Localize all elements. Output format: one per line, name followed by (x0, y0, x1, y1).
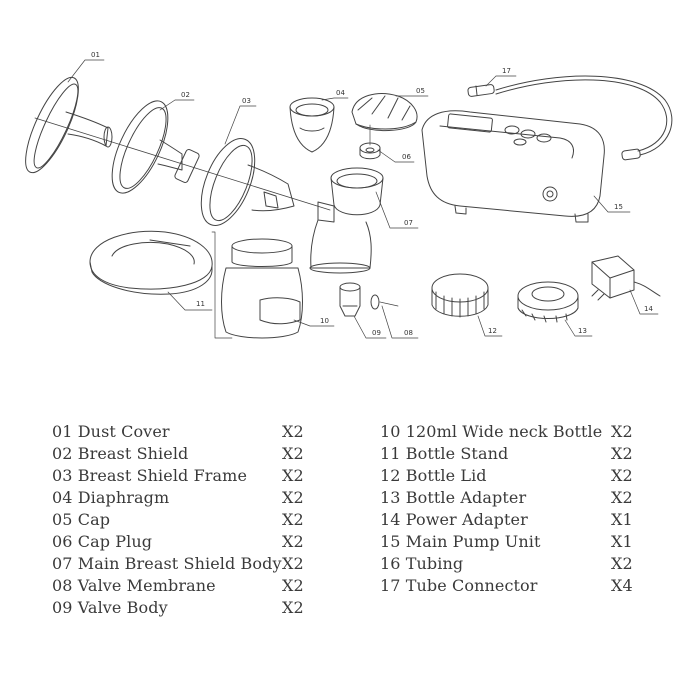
parts-list-row: 14 Power Adapter X1 (380, 509, 640, 531)
parts-list-row: 04 Diaphragm X2 (52, 487, 312, 509)
part-11-bottle-stand (89, 230, 213, 295)
callout-02: 02 (181, 91, 190, 99)
part-name: 04 Diaphragm (52, 488, 170, 507)
part-08-valve-membrane (370, 294, 399, 310)
parts-list-row: 17 Tube Connector X4 (380, 575, 640, 597)
callout-04: 04 (336, 89, 345, 97)
part-quantity: X1 (611, 510, 633, 529)
part-name: 07 Main Breast Shield Body (52, 554, 282, 573)
part-07-main-breast-shield-body (309, 167, 384, 274)
part-quantity: X1 (611, 532, 633, 551)
part-name: 13 Bottle Adapter (380, 488, 527, 507)
parts-list-row: 11 Bottle Stand X2 (380, 443, 640, 465)
callout-15: 15 (614, 203, 623, 211)
part-14-power-adapter (591, 255, 661, 301)
part-name: 15 Main Pump Unit (380, 532, 541, 551)
parts-list-row: 12 Bottle Lid X2 (380, 465, 640, 487)
parts-list-left: 01 Dust Cover X2 02 Breast Shield X2 03 … (52, 421, 312, 619)
part-quantity: X2 (611, 488, 633, 507)
part-quantity: X2 (282, 598, 304, 617)
callout-10: 10 (320, 317, 329, 325)
parts-list-row: 03 Breast Shield Frame X2 (52, 465, 312, 487)
part-12-bottle-lid (431, 273, 489, 318)
part-01-dust-cover (25, 76, 113, 174)
part-quantity: X2 (282, 576, 304, 595)
parts-list-row: 09 Valve Body X2 (52, 597, 312, 619)
parts-list-row: 07 Main Breast Shield Body X2 (52, 553, 312, 575)
callout-14: 14 (644, 305, 653, 313)
part-10-bottle (221, 238, 303, 339)
part-name: 16 Tubing (380, 554, 464, 573)
part-06-cap-plug (359, 124, 381, 160)
part-name: 09 Valve Body (52, 598, 168, 617)
parts-list-right: 10 120ml Wide neck Bottle X2 11 Bottle S… (380, 421, 640, 597)
part-16-tubing (495, 75, 673, 156)
parts-list-row: 08 Valve Membrane X2 (52, 575, 312, 597)
callout-13: 13 (578, 327, 587, 335)
parts-list-row: 16 Tubing X2 (380, 553, 640, 575)
part-quantity: X2 (282, 532, 304, 551)
part-quantity: X2 (611, 422, 633, 441)
callout-leader-lines (67, 59, 659, 339)
callout-09: 09 (372, 329, 381, 337)
part-name: 08 Valve Membrane (52, 576, 216, 595)
parts-list-row: 01 Dust Cover X2 (52, 421, 312, 443)
parts-list-row: 10 120ml Wide neck Bottle X2 (380, 421, 640, 443)
parts-list-row: 06 Cap Plug X2 (52, 531, 312, 553)
part-quantity: X2 (282, 444, 304, 463)
part-name: 05 Cap (52, 510, 111, 529)
part-15-main-pump-unit (421, 110, 605, 223)
breast-pump-exploded-diagram: 01 02 03 04 05 06 07 08 09 10 11 12 13 1… (25, 51, 673, 339)
callout-03: 03 (242, 97, 251, 105)
callout-12: 12 (488, 327, 497, 335)
parts-list-row: 13 Bottle Adapter X2 (380, 487, 640, 509)
part-quantity: X2 (611, 444, 633, 463)
parts-list-row: 02 Breast Shield X2 (52, 443, 312, 465)
part-name: 06 Cap Plug (52, 532, 153, 551)
parts-list-row: 05 Cap X2 (52, 509, 312, 531)
part-quantity: X2 (282, 510, 304, 529)
part-quantity: X2 (282, 554, 304, 573)
parts-list-row: 15 Main Pump Unit X1 (380, 531, 640, 553)
part-quantity: X2 (282, 488, 304, 507)
callout-07: 07 (404, 219, 413, 227)
part-name: 11 Bottle Stand (380, 444, 509, 463)
part-quantity: X2 (282, 422, 304, 441)
callout-05: 05 (416, 87, 425, 95)
part-09-valve-body (339, 282, 361, 317)
part-name: 17 Tube Connector (380, 576, 538, 595)
part-name: 12 Bottle Lid (380, 466, 487, 485)
part-name: 03 Breast Shield Frame (52, 466, 248, 485)
part-quantity: X4 (611, 576, 633, 595)
part-04-diaphragm (289, 97, 335, 153)
part-02-breast-shield (111, 100, 200, 194)
part-17-tube-connector (467, 84, 641, 161)
callout-01: 01 (91, 51, 100, 59)
part-03-breast-shield-frame (200, 138, 295, 226)
part-13-bottle-adapter (517, 281, 579, 323)
part-quantity: X2 (611, 466, 633, 485)
part-name: 01 Dust Cover (52, 422, 170, 441)
part-quantity: X2 (611, 554, 633, 573)
callout-11: 11 (196, 300, 205, 308)
part-quantity: X2 (282, 466, 304, 485)
callout-06: 06 (402, 153, 411, 161)
part-name: 14 Power Adapter (380, 510, 528, 529)
callout-08: 08 (404, 329, 413, 337)
part-name: 02 Breast Shield (52, 444, 189, 463)
part-05-cap (351, 93, 418, 132)
callout-17: 17 (502, 67, 511, 75)
part-name: 10 120ml Wide neck Bottle (380, 422, 603, 441)
